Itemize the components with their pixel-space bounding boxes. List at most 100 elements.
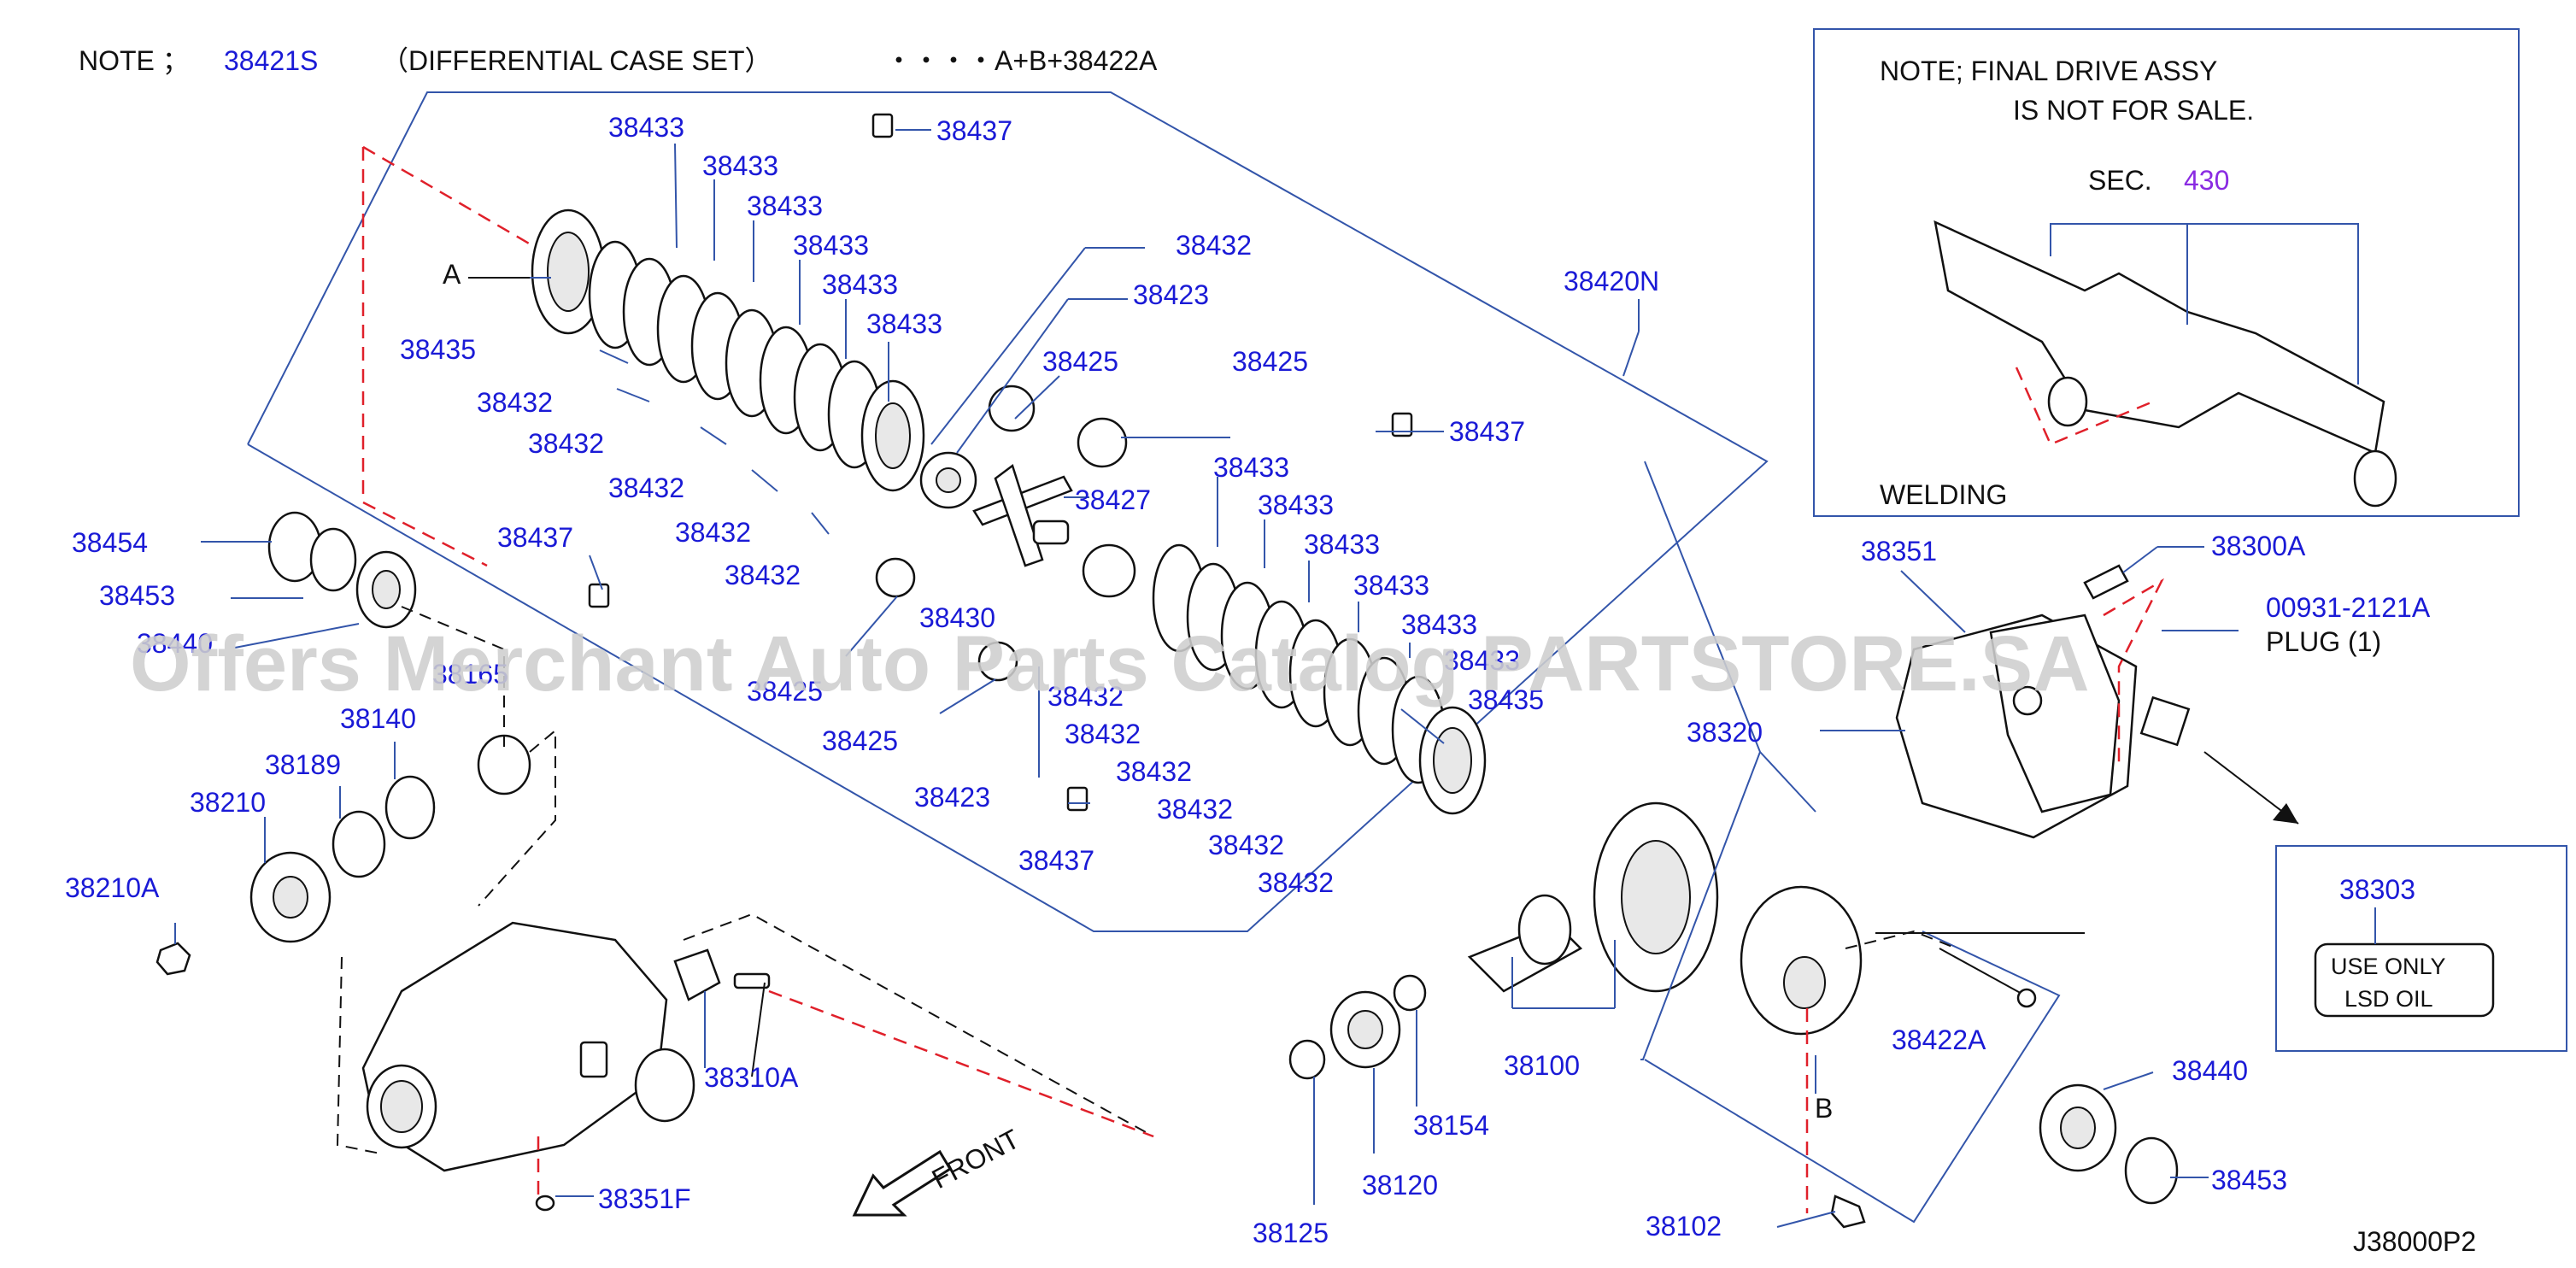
callout-38102[interactable]: 38102 [1646, 1211, 1722, 1242]
callout-38351F[interactable]: 38351F [598, 1183, 691, 1214]
callout-38437[interactable]: 38437 [497, 522, 573, 553]
plug-label: PLUG (1) [2266, 626, 2381, 657]
callout-38432[interactable]: 38432 [1157, 794, 1233, 825]
callout-38351[interactable]: 38351 [1861, 536, 1937, 566]
ring-gear-pinion [1288, 801, 1719, 1080]
callout-38453[interactable]: 38453 [2211, 1165, 2287, 1195]
callout-38433[interactable]: 38433 [702, 150, 778, 181]
callout-00931-2121A[interactable]: 00931-2121A [2266, 592, 2431, 623]
callout-38210A[interactable]: 38210A [65, 872, 160, 903]
callout-38423[interactable]: 38423 [1133, 279, 1209, 310]
callout-38437[interactable]: 38437 [936, 115, 1012, 146]
callout-38432[interactable]: 38432 [1208, 830, 1284, 860]
callout-38432[interactable]: 38432 [1258, 867, 1334, 898]
callout-38433[interactable]: 38433 [608, 112, 684, 143]
lsd-oil-box [2275, 845, 2567, 1052]
callout-38433[interactable]: 38433 [822, 269, 898, 300]
callout-38440[interactable]: 38440 [137, 628, 213, 659]
callout-38120[interactable]: 38120 [1362, 1170, 1438, 1200]
callout-38300A[interactable]: 38300A [2211, 531, 2306, 561]
callout-38453[interactable]: 38453 [99, 580, 175, 611]
callout-38430[interactable]: 38430 [919, 602, 995, 633]
callout-38423[interactable]: 38423 [914, 782, 990, 813]
callout-38433[interactable]: 38433 [747, 191, 823, 221]
inset-note-line1: NOTE; FINAL DRIVE ASSY [1880, 56, 2217, 86]
callout-38433[interactable]: 38433 [1401, 609, 1477, 640]
callout-38432[interactable]: 38432 [608, 473, 684, 503]
tab-38437-b [1391, 412, 1413, 437]
callout-38320[interactable]: 38320 [1687, 717, 1763, 748]
callout-38433[interactable]: 38433 [1213, 452, 1289, 483]
diagram-code: J38000P2 [2353, 1226, 2476, 1257]
callout-38425[interactable]: 38425 [747, 676, 823, 707]
front-arrow [852, 1149, 953, 1217]
front-label: FRONT [927, 1124, 1024, 1195]
callout-38435[interactable]: 38435 [1468, 684, 1544, 715]
differential-case-set-outline [247, 91, 1769, 932]
callout-38210[interactable]: 38210 [190, 787, 266, 818]
callout-38432[interactable]: 38432 [725, 560, 801, 590]
callout-38433[interactable]: 38433 [866, 308, 942, 339]
callout-38432[interactable]: 38432 [528, 428, 604, 459]
plug-38303 [2139, 696, 2191, 747]
rear-cover [1895, 613, 2138, 839]
callouts: 38433 38433 38433 38433 38433 38433 3843… [65, 56, 2476, 1257]
hidden-line-a [361, 147, 488, 567]
callout-38433[interactable]: 38433 [793, 230, 869, 261]
callout-38440[interactable]: 38440 [2172, 1055, 2248, 1086]
callout-38433[interactable]: 38433 [1444, 645, 1520, 676]
callout-38427[interactable]: 38427 [1075, 484, 1151, 515]
bolt-38300A [2083, 564, 2129, 600]
callout-38310A[interactable]: 38310A [704, 1062, 799, 1093]
callout-38433[interactable]: 38433 [1304, 529, 1380, 560]
callout-38437[interactable]: 38437 [1449, 416, 1525, 447]
callout-38433[interactable]: 38433 [1353, 570, 1429, 601]
sec-number-link[interactable]: 430 [2184, 165, 2229, 196]
note-part-link[interactable]: 38421S [224, 45, 318, 76]
bolt-38102 [1830, 1195, 1866, 1229]
callout-38432[interactable]: 38432 [675, 517, 751, 548]
callout-38425[interactable]: 38425 [1232, 346, 1308, 377]
callout-38432[interactable]: 38432 [1176, 230, 1252, 261]
callout-38154[interactable]: 38154 [1413, 1110, 1489, 1141]
label-b: B [1815, 1093, 1833, 1124]
tab-38437-a [871, 113, 894, 138]
oil-note-line1: USE ONLY [2331, 954, 2446, 979]
callout-38454[interactable]: 38454 [72, 527, 148, 558]
callout-38432[interactable]: 38432 [1116, 756, 1192, 787]
differential-case [1740, 885, 2037, 1036]
note-suffix: ・・・・A+B+38422A [885, 45, 1158, 76]
callout-38140[interactable]: 38140 [340, 703, 416, 734]
clutch-pack-right [1152, 543, 1487, 815]
clutch-pack-left [531, 208, 925, 492]
note-description: （DIFFERENTIAL CASE SET） [381, 45, 772, 76]
inset-note-line2: IS NOT FOR SALE. [2013, 95, 2254, 126]
callout-38425[interactable]: 38425 [822, 725, 898, 756]
callout-38165[interactable]: 38165 [432, 659, 508, 690]
callout-38433[interactable]: 38433 [1258, 490, 1334, 520]
callout-38435[interactable]: 38435 [400, 334, 476, 365]
tab-38437-c [588, 583, 610, 608]
callout-38100[interactable]: 38100 [1504, 1050, 1580, 1081]
welding-label: WELDING [1880, 479, 2007, 510]
pinion-bearings-left [155, 511, 531, 976]
carrier-housing [361, 921, 771, 1212]
side-oil-seal-right [2124, 1136, 2179, 1205]
callout-38422A[interactable]: 38422A [1892, 1024, 1986, 1055]
callout-38432[interactable]: 38432 [1065, 719, 1141, 749]
callout-38125[interactable]: 38125 [1253, 1218, 1329, 1248]
callout-38425[interactable]: 38425 [1042, 346, 1118, 377]
sec-label: SEC. [2088, 165, 2152, 196]
label-a: A [443, 259, 461, 290]
callout-38420N[interactable]: 38420N [1564, 266, 1659, 296]
tab-38437-d [1066, 786, 1088, 812]
callout-38303[interactable]: 38303 [2339, 874, 2415, 905]
header-note: NOTE ； 38421S （DIFFERENTIAL CASE SET） ・・… [79, 45, 1158, 76]
callout-38189[interactable]: 38189 [265, 749, 341, 780]
final-drive-inset [1813, 28, 2520, 517]
callout-38432[interactable]: 38432 [1047, 681, 1124, 712]
callout-38437[interactable]: 38437 [1018, 845, 1094, 876]
callout-38432[interactable]: 38432 [477, 387, 553, 418]
leader-lines [174, 129, 2239, 1228]
